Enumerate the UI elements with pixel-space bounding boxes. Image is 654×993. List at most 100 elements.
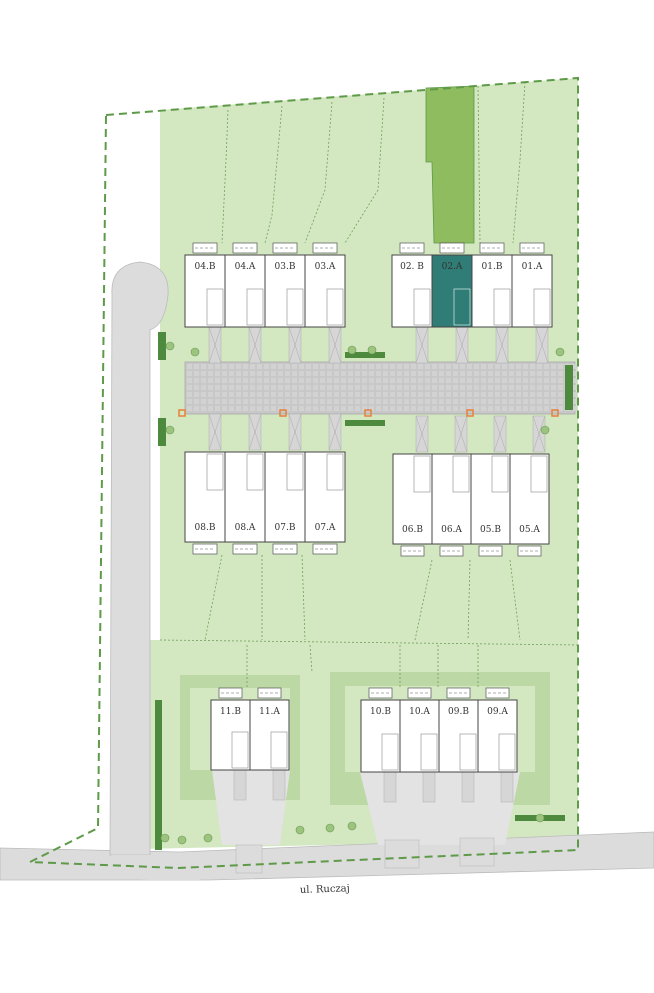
unit-building[interactable]: [511, 254, 553, 328]
paving-tile: [418, 406, 423, 411]
paving-tile: [530, 378, 535, 383]
unit-01a[interactable]: 01.A: [511, 242, 553, 328]
unit-10b[interactable]: 10.B: [360, 687, 401, 773]
unit-building[interactable]: [184, 451, 226, 543]
unit-building[interactable]: [477, 699, 518, 773]
unit-04a[interactable]: 04.A: [224, 242, 266, 328]
unit-building[interactable]: [304, 451, 346, 543]
paving-tile: [411, 406, 416, 411]
paving-tile: [250, 378, 255, 383]
paving-tile: [453, 378, 458, 383]
unit-building[interactable]: [431, 453, 472, 545]
paving-tile: [495, 378, 500, 383]
unit-label: 10.B: [370, 707, 391, 717]
lamp-marker: [178, 409, 186, 417]
paving-tile: [411, 364, 416, 369]
unit-04b[interactable]: 04.B: [184, 242, 226, 328]
garage-outline: [286, 453, 304, 491]
paving-tile: [572, 385, 577, 390]
unit-building[interactable]: [264, 451, 306, 543]
unit-label: 04.B: [195, 262, 216, 272]
unit-label: 11.A: [259, 707, 280, 717]
unit-label: 10.A: [409, 707, 430, 717]
unit-05a[interactable]: 05.A: [509, 453, 550, 557]
unit-building[interactable]: [399, 699, 440, 773]
unit-08b[interactable]: 08.B: [184, 451, 226, 555]
paving-tile: [537, 378, 542, 383]
terrace: [479, 242, 505, 254]
paving-tile: [439, 371, 444, 376]
paving-tile: [397, 378, 402, 383]
unit-03a[interactable]: 03.A: [304, 242, 346, 328]
unit-building[interactable]: [249, 699, 290, 771]
paving-tile: [222, 385, 227, 390]
unit-07b[interactable]: 07.B: [264, 451, 306, 555]
unit-building[interactable]: [431, 254, 473, 328]
paving-tile: [516, 399, 521, 404]
paving-tile: [446, 399, 451, 404]
unit-building[interactable]: [184, 254, 226, 328]
unit-10a[interactable]: 10.A: [399, 687, 440, 773]
paving-tile: [320, 392, 325, 397]
paving-tile: [418, 371, 423, 376]
paving-tile: [446, 392, 451, 397]
unit-building[interactable]: [438, 699, 479, 773]
unit-02b[interactable]: 02. B: [391, 242, 433, 328]
paving-tile: [257, 371, 262, 376]
paving-tile: [390, 385, 395, 390]
paving-tile: [418, 385, 423, 390]
paving-tile: [544, 378, 549, 383]
paving-tile: [341, 399, 346, 404]
paving-tile: [362, 378, 367, 383]
paving-tile: [201, 378, 206, 383]
paving-tile: [187, 406, 192, 411]
unit-02a[interactable]: 02.A: [431, 242, 473, 328]
paving-tile: [446, 371, 451, 376]
paving-tile: [208, 371, 213, 376]
paving-tile: [278, 385, 283, 390]
paving-tile: [446, 378, 451, 383]
unit-03b[interactable]: 03.B: [264, 242, 306, 328]
unit-06b[interactable]: 06.B: [392, 453, 433, 557]
unit-08a[interactable]: 08.A: [224, 451, 266, 555]
unit-09a[interactable]: 09.A: [477, 687, 518, 773]
unit-building[interactable]: [509, 453, 550, 545]
paving-tile: [432, 385, 437, 390]
paving-tile: [467, 364, 472, 369]
paving-tile: [460, 364, 465, 369]
unit-09b[interactable]: 09.B: [438, 687, 479, 773]
paving-tile: [474, 392, 479, 397]
unit-06a[interactable]: 06.A: [431, 453, 472, 557]
paving-tile: [362, 364, 367, 369]
terrace: [312, 543, 338, 555]
terrace: [478, 545, 503, 557]
unit-label: 05.A: [519, 525, 540, 535]
paving-tile: [474, 399, 479, 404]
unit-building[interactable]: [470, 453, 511, 545]
unit-label: 06.A: [441, 525, 462, 535]
unit-11b[interactable]: 11.B: [210, 687, 251, 771]
paving-tile: [509, 392, 514, 397]
shrub: [347, 821, 357, 831]
unit-building[interactable]: [392, 453, 433, 545]
paving-tile: [516, 385, 521, 390]
paving-tile: [439, 364, 444, 369]
unit-building[interactable]: [391, 254, 433, 328]
paving-tile: [327, 406, 332, 411]
unit-building[interactable]: [304, 254, 346, 328]
paving-tile: [229, 371, 234, 376]
selected-unit-plot[interactable]: [425, 85, 475, 244]
unit-building[interactable]: [471, 254, 513, 328]
unit-07a[interactable]: 07.A: [304, 451, 346, 555]
paving-tile: [404, 399, 409, 404]
unit-01b[interactable]: 01.B: [471, 242, 513, 328]
unit-11a[interactable]: 11.A: [249, 687, 290, 771]
paving-tile: [264, 399, 269, 404]
shrub: [165, 341, 175, 351]
unit-05b[interactable]: 05.B: [470, 453, 511, 557]
paving-tile: [306, 406, 311, 411]
paving-tile: [278, 378, 283, 383]
paving-tile: [467, 399, 472, 404]
unit-building[interactable]: [210, 699, 251, 771]
paving-tile: [404, 406, 409, 411]
